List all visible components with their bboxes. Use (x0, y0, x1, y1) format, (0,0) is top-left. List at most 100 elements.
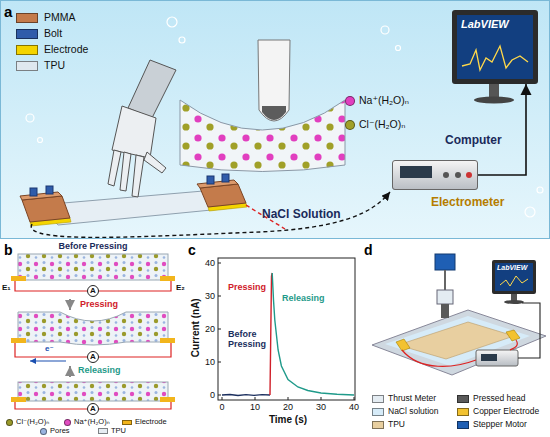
legend-label: Bolt (44, 28, 62, 40)
legend-swatch (345, 120, 355, 130)
sensor-device-part (207, 176, 214, 184)
ammeter-circle: A (87, 285, 99, 297)
legend-entry: TPU (98, 427, 126, 435)
panel-letter: b (4, 242, 13, 258)
panel-d-illustration-part (481, 354, 497, 361)
panel-a-ground-part (179, 37, 185, 43)
panel-a-ground-part (381, 26, 389, 34)
sensor-device-part (46, 186, 53, 194)
panel-d-illustration-part (396, 339, 410, 351)
current-chart-part (272, 273, 354, 395)
legend-label: TPU (44, 60, 65, 72)
legend-entry: Electrode (122, 418, 167, 426)
panel-a-ground-part (26, 114, 34, 122)
panel-a-ground-part (38, 138, 43, 143)
robot-finger (258, 40, 290, 121)
legend-entry: Thrust Meter (372, 394, 436, 403)
sensor-device-part (22, 196, 70, 222)
panel-d-illustration-part (510, 340, 517, 350)
current-chart-part (218, 258, 355, 400)
panel-d-illustration-part (504, 300, 524, 304)
legend-entry: PMMA (16, 12, 76, 24)
electrometer-device-part (392, 160, 478, 190)
panel-b-illustration-part (18, 382, 168, 401)
legend-swatch (457, 395, 469, 403)
robot-hand-part (144, 152, 166, 173)
panel-b-illustration-part (11, 338, 26, 343)
legend-entry: Copper Electrode (457, 407, 539, 416)
panel-d-illustration-part (402, 350, 476, 366)
legend-label: NaCl solution (388, 407, 439, 416)
panel-b-illustration-part (18, 254, 168, 280)
robot-hand-part (112, 106, 156, 158)
wires-part (31, 192, 390, 237)
tick-label: 20 (278, 402, 298, 412)
tick-label: 10 (245, 402, 265, 412)
computer-monitor: LabVIEW (492, 260, 536, 294)
current-chart (218, 258, 355, 400)
panel-d-illustration-part (435, 254, 455, 270)
legend-label: Electrode (44, 44, 88, 56)
robot-finger-part (262, 106, 286, 120)
legend-label: Na⁺(H₂O)ₙ (359, 95, 409, 107)
computer-illustration-part (489, 84, 499, 97)
panel-d-illustration-part (444, 270, 446, 290)
panel-d-illustration-part (511, 294, 517, 301)
current-chart-part (222, 395, 270, 396)
current-chart-part (270, 273, 272, 395)
device-name: Computer (445, 133, 502, 147)
panel-letter: a (4, 3, 12, 20)
legend-swatch (372, 421, 384, 429)
axis-title: Current (nA) (190, 293, 202, 363)
legend-label: Na⁺(H₂O)ₙ (74, 418, 110, 426)
robot-hand-part (120, 152, 131, 191)
legend-entry: NaCl solution (372, 407, 439, 416)
electrode-name: E₁ (2, 283, 11, 292)
computer-illustration-part (474, 97, 514, 104)
legend-label: Thrust Meter (388, 394, 436, 403)
electrometer-device-part (466, 172, 472, 178)
legend-label: Copper Electrode (473, 407, 539, 416)
legend-label: Pressed head (473, 394, 525, 403)
stage-label: Pressing (80, 299, 118, 309)
screen-text: LabVIEW (461, 18, 509, 30)
panel-a-ground-part (525, 207, 535, 217)
tick-label: 0 (198, 390, 215, 400)
electrometer-device-part (455, 172, 461, 178)
tick-label: 40 (198, 258, 215, 268)
legend-entry: TPU (372, 420, 405, 429)
panel-d-illustration-part (385, 316, 530, 366)
zoom-inset (180, 100, 345, 172)
panel-b-illustration-part (11, 397, 26, 402)
robot-hand-part (132, 155, 144, 197)
sensor-device-part (30, 188, 37, 196)
curve-annotation: Pressing (228, 282, 266, 292)
tick-label: 30 (198, 291, 215, 301)
legend-entry: Cl⁻(H₂O)ₙ (345, 119, 405, 131)
electrometer-box: Electrometer (392, 160, 478, 190)
computer-illustration (457, 15, 533, 104)
legend-swatch (64, 419, 71, 426)
tick-label: 20 (198, 324, 215, 334)
curve-annotation: Releasing (282, 293, 325, 303)
legend-label: Cl⁻(H₂O)ₙ (359, 119, 405, 131)
sensor-device-part (197, 180, 238, 188)
current-chart-part (218, 263, 221, 395)
legend-swatch (457, 421, 469, 429)
legend-swatch (457, 408, 469, 416)
legend-swatch (16, 45, 38, 55)
region-label: NaCl Solution (262, 208, 341, 222)
robot-hand (108, 60, 176, 197)
panel-b-illustration-part (11, 276, 26, 281)
stage-label: Releasing (78, 365, 121, 375)
panel-a-ground (1, 1, 550, 239)
legend-entry: Bolt (16, 28, 62, 40)
legend-label: TPU (388, 420, 405, 429)
electron-label: e⁻ (45, 344, 54, 353)
panel-d-illustration-part (506, 330, 520, 341)
electrometer-device-part (443, 172, 449, 178)
computer-monitor: LabVIEWComputer (452, 10, 538, 84)
screen-text: LabVIEW (497, 264, 527, 271)
legend-swatch (6, 419, 13, 426)
panel-d-illustration-part (372, 310, 546, 375)
